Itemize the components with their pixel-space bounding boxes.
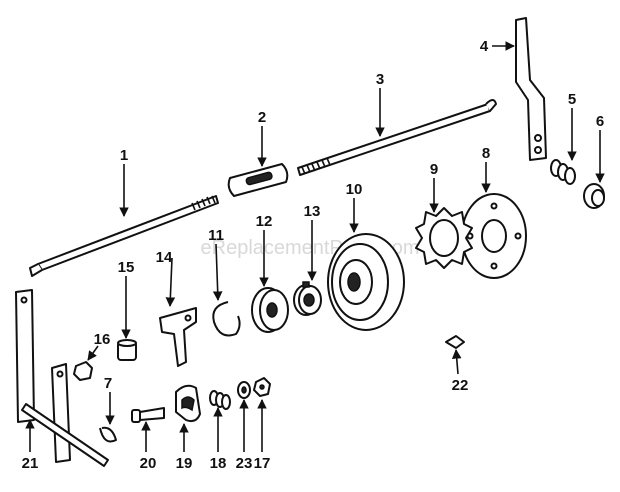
part-18-spring[interactable] (209, 390, 231, 410)
part-15-pin[interactable] (117, 339, 137, 361)
part-11-snap-ring[interactable] (212, 301, 241, 337)
callout-19: 19 (176, 455, 193, 472)
callout-14: 14 (156, 249, 173, 266)
callout-18: 18 (210, 455, 227, 472)
callout-21: 21 (22, 455, 39, 472)
part-10-pulley[interactable] (327, 233, 405, 331)
part-9-sprocket[interactable] (415, 207, 473, 269)
callout-11: 11 (208, 227, 224, 244)
callout-5: 5 (568, 91, 576, 108)
part-1-rod[interactable] (29, 195, 219, 277)
callout-labels: 1 2 3 4 5 6 7 8 9 10 11 12 13 14 15 16 1… (22, 38, 605, 472)
part-13-collar[interactable] (293, 281, 322, 316)
callout-1: 1 (120, 147, 128, 164)
part-3-rod[interactable] (297, 99, 497, 176)
callout-23: 23 (236, 455, 253, 472)
part-22-clip[interactable] (445, 335, 465, 349)
callout-3: 3 (376, 71, 384, 88)
part-19-cam[interactable] (175, 384, 201, 423)
part-7-clip[interactable] (99, 426, 117, 443)
callout-7: 7 (104, 375, 112, 392)
callout-20: 20 (140, 455, 157, 472)
part-14-fork[interactable] (159, 307, 197, 367)
callout-16: 16 (94, 331, 111, 348)
part-23-washer[interactable] (237, 381, 251, 399)
part-20-bolt[interactable] (131, 407, 165, 423)
part-17-nut[interactable] (253, 377, 271, 397)
part-12-bearing[interactable] (251, 287, 289, 333)
part-21-bracket[interactable] (15, 289, 109, 467)
callout-12: 12 (256, 213, 273, 230)
part-2-turnbuckle[interactable] (227, 163, 289, 197)
callout-4: 4 (480, 38, 489, 55)
part-4-arm[interactable] (515, 17, 547, 161)
callout-13: 13 (304, 203, 321, 220)
callout-8: 8 (482, 145, 490, 162)
part-16-nut[interactable] (73, 361, 93, 381)
callout-9: 9 (430, 161, 438, 178)
callout-6: 6 (596, 113, 604, 130)
part-6-collar[interactable] (583, 183, 605, 209)
callout-10: 10 (346, 181, 363, 198)
leader-lines (25, 41, 605, 452)
part-5-spring[interactable] (550, 159, 576, 185)
callout-2: 2 (258, 109, 266, 126)
callout-17: 17 (254, 455, 271, 472)
callout-15: 15 (118, 259, 135, 276)
part-8-flange[interactable] (461, 193, 527, 279)
callout-22: 22 (452, 377, 469, 394)
